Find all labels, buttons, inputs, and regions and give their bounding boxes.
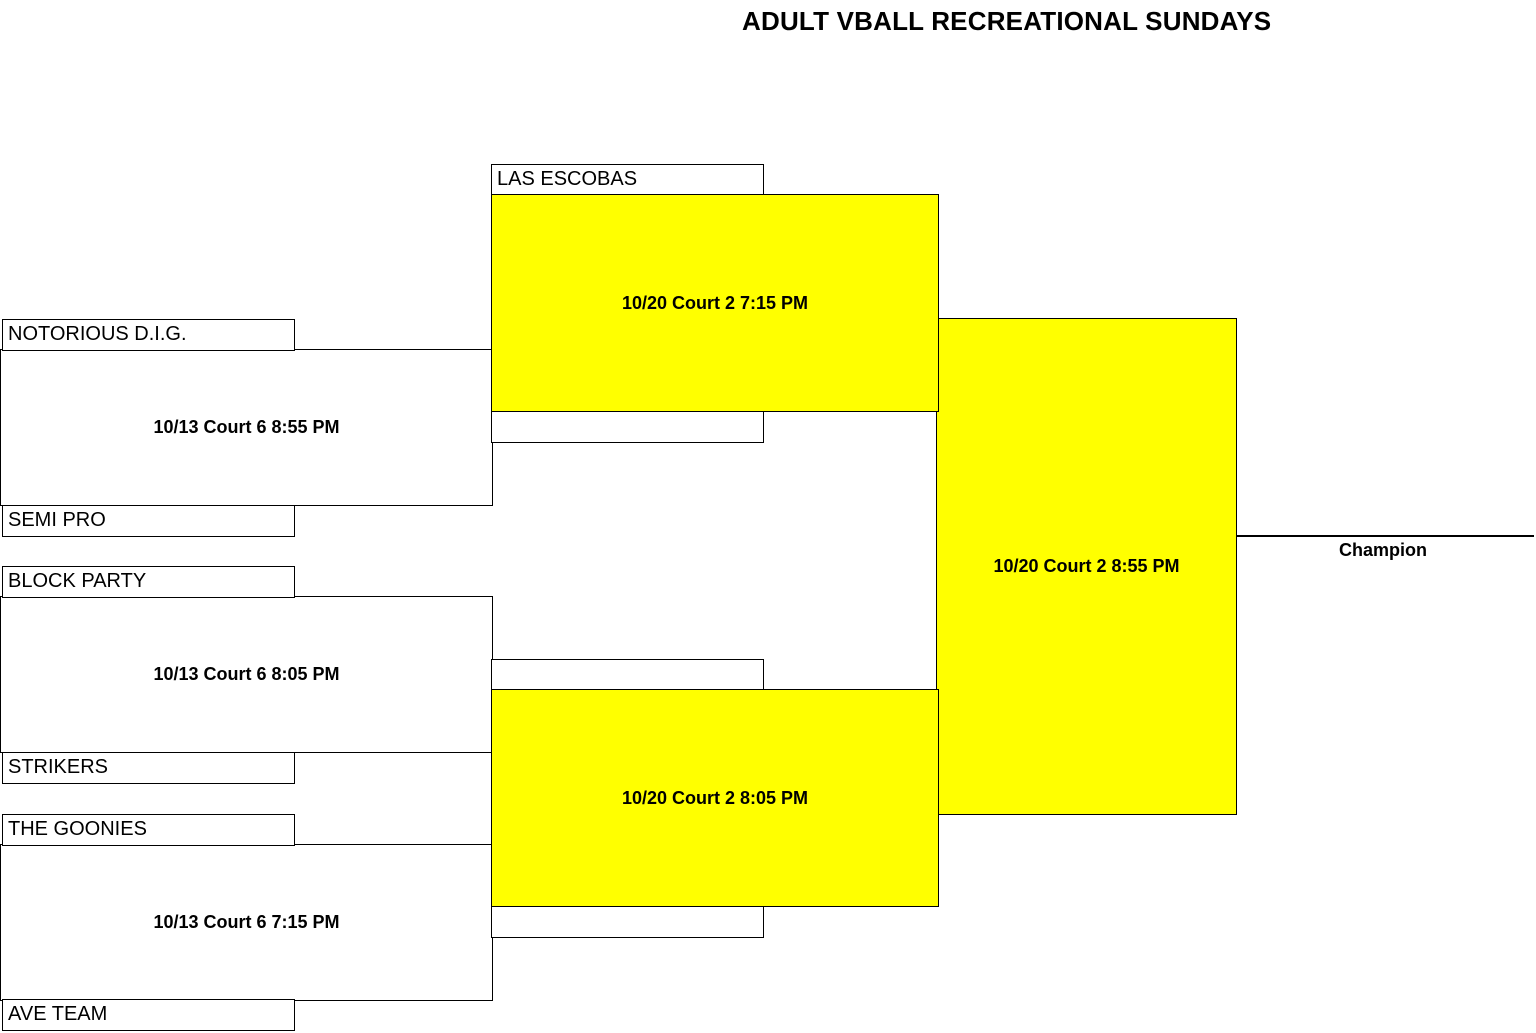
team-slot-block-party: BLOCK PARTY — [2, 566, 295, 598]
team-slot-round2-match1-bottom — [491, 411, 764, 443]
round1-match-1: 10/13 Court 6 8:55 PM — [0, 349, 493, 506]
round2-match-2: 10/20 Court 2 8:05 PM — [491, 689, 939, 907]
bracket-title: ADULT VBALL RECREATIONAL SUNDAYS — [742, 6, 1272, 36]
team-slot-the-goonies: THE GOONIES — [2, 814, 295, 846]
champion-line — [1236, 535, 1534, 537]
round1-match-3: 10/13 Court 6 7:15 PM — [0, 844, 493, 1001]
team-slot-round2-match2-bottom — [491, 906, 764, 938]
team-slot-notorious-dig: NOTORIOUS D.I.G. — [2, 319, 295, 351]
final-match: 10/20 Court 2 8:55 PM — [936, 318, 1237, 815]
team-slot-round2-match2-top — [491, 659, 764, 691]
team-slot-ave-team: AVE TEAM — [2, 999, 295, 1031]
team-slot-las-escobas: LAS ESCOBAS — [491, 164, 764, 196]
team-slot-semi-pro: SEMI PRO — [2, 505, 295, 537]
round1-match-2: 10/13 Court 6 8:05 PM — [0, 596, 493, 753]
champion-label: Champion — [1339, 540, 1427, 560]
team-slot-strikers: STRIKERS — [2, 752, 295, 784]
round2-match-1: 10/20 Court 2 7:15 PM — [491, 194, 939, 412]
